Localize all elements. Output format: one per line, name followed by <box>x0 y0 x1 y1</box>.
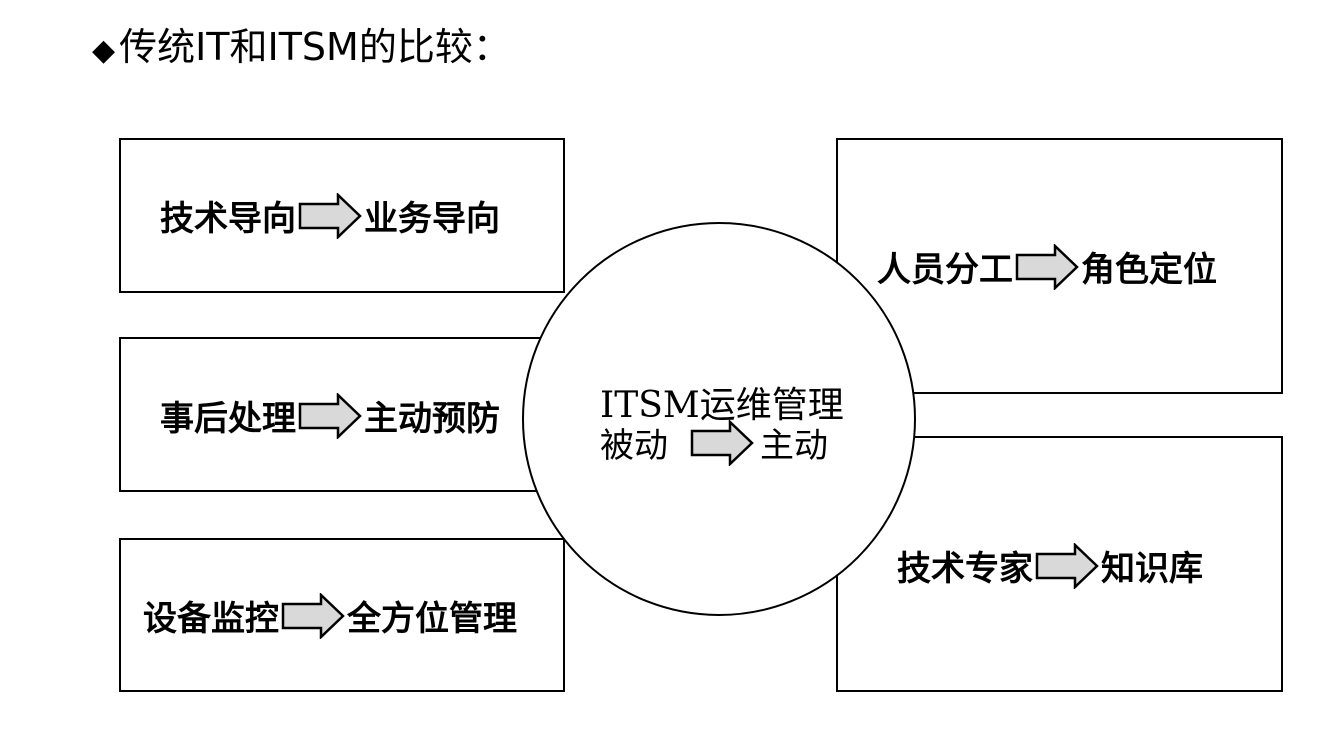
right-arrow-icon <box>281 592 345 639</box>
center-from: 被动 <box>600 426 668 466</box>
right-arrow-icon <box>298 392 362 439</box>
left-box-1-from: 技术导向 <box>160 199 296 239</box>
left-box-1-text: 技术导向 业务导向 <box>160 191 500 240</box>
center-circle <box>522 222 916 616</box>
right-arrow-icon <box>1035 542 1099 589</box>
page-title: ◆传统IT和ITSM的比较： <box>92 22 511 76</box>
right-box-2-to: 知识库 <box>1101 549 1203 589</box>
left-box-3-from: 设备监控 <box>143 599 279 639</box>
center-to: 主动 <box>760 426 828 466</box>
left-box-3-text: 设备监控 全方位管理 <box>143 591 517 640</box>
right-arrow-icon <box>690 419 754 466</box>
center-transition: 被动 主动 <box>600 418 828 467</box>
left-box-1-to: 业务导向 <box>364 199 500 239</box>
right-box-2-text: 技术专家 知识库 <box>897 541 1203 590</box>
title-text: 传统IT和ITSM的比较： <box>119 25 511 69</box>
right-arrow-icon <box>298 192 362 239</box>
diamond-bullet-icon: ◆ <box>92 33 116 68</box>
right-box-2-from: 技术专家 <box>897 549 1033 589</box>
center-heading: ITSM运维管理 <box>600 385 844 426</box>
left-box-3-to: 全方位管理 <box>347 599 517 639</box>
left-box-2-to: 主动预防 <box>364 399 500 439</box>
left-box-2-from: 事后处理 <box>160 399 296 439</box>
right-box-1-text: 人员分工 角色定位 <box>877 242 1217 291</box>
right-box-1-to: 角色定位 <box>1081 250 1217 290</box>
left-box-2-text: 事后处理 主动预防 <box>160 391 500 440</box>
right-arrow-icon <box>1015 243 1079 290</box>
right-box-1-from: 人员分工 <box>877 250 1013 290</box>
